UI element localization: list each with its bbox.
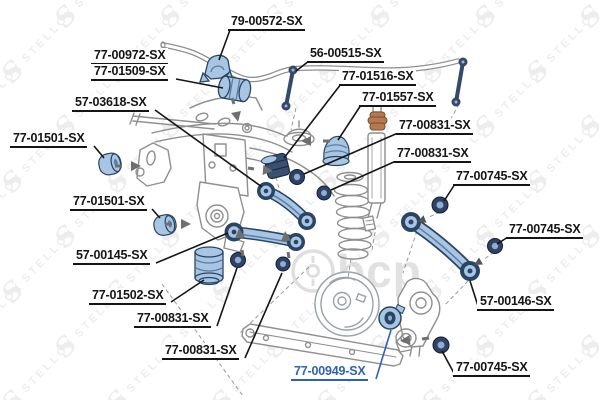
leader-79-00572-sx (218, 29, 231, 61)
part-label-77-00831-sx-a: 77-00831-SX (396, 118, 474, 135)
bushing-77-00745-b (487, 238, 503, 254)
part-label-57-00145-sx: 57-00145-SX (73, 248, 151, 265)
part-label-77-01509-sx: 77-01509-SX (91, 64, 169, 81)
leader-77-01501-sx-b (151, 208, 161, 219)
subframe (129, 95, 335, 253)
leader-lines (93, 29, 509, 380)
part-label-57-03618-sx: 57-03618-SX (72, 95, 150, 112)
part-label-77-01557-sx: 77-01557-SX (359, 90, 437, 107)
direction-arrows (115, 97, 483, 345)
part-label-77-01501-sx-a: 77-01501-SX (10, 131, 88, 148)
part-label-77-01502-sx: 77-01502-SX (89, 288, 167, 305)
leader-77-00831-sx-a (303, 132, 399, 175)
trailing-arm (241, 323, 404, 367)
stabilizer-link-left (281, 65, 298, 111)
bushing-77-00831-b (316, 185, 332, 201)
leader-57-03618-sx (154, 109, 263, 188)
part-label-77-00831-sx-d: 77-00831-SX (162, 343, 240, 360)
part-label-79-00572-sx: 79-00572-SX (228, 14, 306, 31)
leader-77-01509-sx (175, 78, 224, 89)
bushing-77-01502 (194, 246, 224, 286)
rear-upper-arm (401, 212, 480, 281)
part-label-57-00146-sx: 57-00146-SX (477, 294, 555, 311)
bushing-77-00831-d (275, 256, 291, 272)
part-label-77-00831-sx-c: 77-00831-SX (134, 311, 212, 328)
part-label-77-00972-sx: 77-00972-SX (91, 48, 169, 65)
leader-77-01502-sx (170, 279, 205, 303)
leader-77-00831-sx-c (216, 267, 238, 327)
leader-77-00745-sx-c (441, 350, 456, 376)
part-label-77-00949-sx[interactable]: 77-00949-SX (291, 364, 369, 381)
leader-77-00831-sx-b (330, 160, 397, 191)
stabilizer-bushing (217, 75, 252, 103)
leader-77-00745-sx-a (443, 183, 456, 202)
bushing-77-00949 (378, 303, 406, 330)
part-label-77-01501-sx-b: 77-01501-SX (70, 194, 148, 211)
leader-77-01501-sx-a (93, 145, 105, 159)
brake-backing-plate (314, 271, 380, 337)
spring-lower-seat (337, 248, 369, 260)
part-label-77-00745-sx-b: 77-00745-SX (506, 222, 584, 239)
leader-77-01516-sx (283, 83, 342, 159)
bushing-77-00831-a (289, 169, 305, 185)
bushing-77-00745-c (432, 336, 450, 354)
leader-56-00515-sx (295, 60, 310, 72)
stabilizer-link-right (451, 57, 468, 107)
leader-77-00831-sx-d (244, 272, 283, 359)
part-label-56-00515-sx: 56-00515-SX (307, 46, 385, 63)
bushing-77-01516 (260, 152, 291, 180)
bushing-77-00831-c (230, 252, 246, 268)
part-label-77-00831-sx-b: 77-00831-SX (394, 146, 472, 163)
leader-77-00949-sx (375, 329, 392, 380)
part-label-77-00745-sx-c: 77-00745-SX (453, 360, 531, 377)
leader-77-01557-sx (337, 104, 362, 141)
leader-57-00145-sx (155, 232, 229, 264)
upper-control-arm (257, 182, 316, 230)
shock-bump-stop (367, 111, 388, 131)
part-label-77-01516-sx: 77-01516-SX (339, 69, 417, 86)
part-label-77-00745-sx-a: 77-00745-SX (453, 169, 531, 186)
